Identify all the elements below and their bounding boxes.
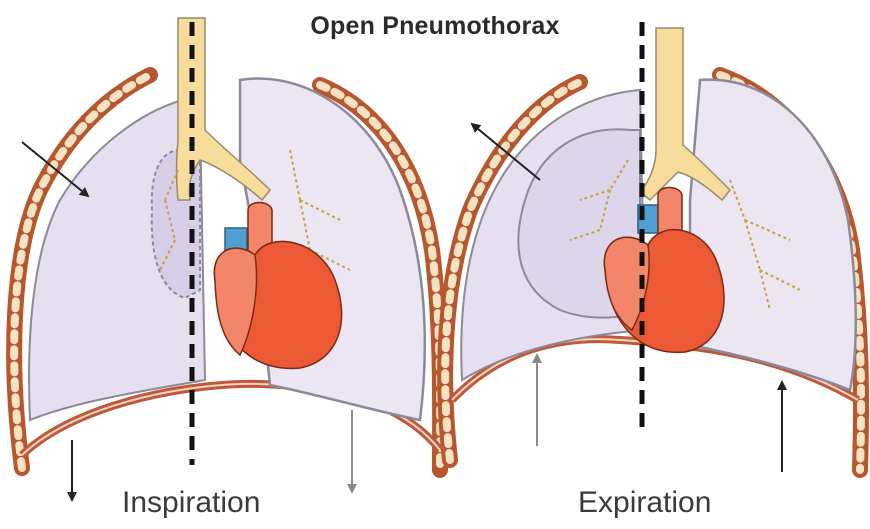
expiration-panel (445, 22, 861, 472)
inspiration-caption: Inspiration (122, 486, 260, 520)
expiration-caption: Expiration (578, 486, 711, 520)
inspiration-panel (14, 18, 440, 500)
diagram-title: Open Pneumothorax (0, 12, 870, 41)
right-panel-normal-lung (690, 80, 856, 390)
